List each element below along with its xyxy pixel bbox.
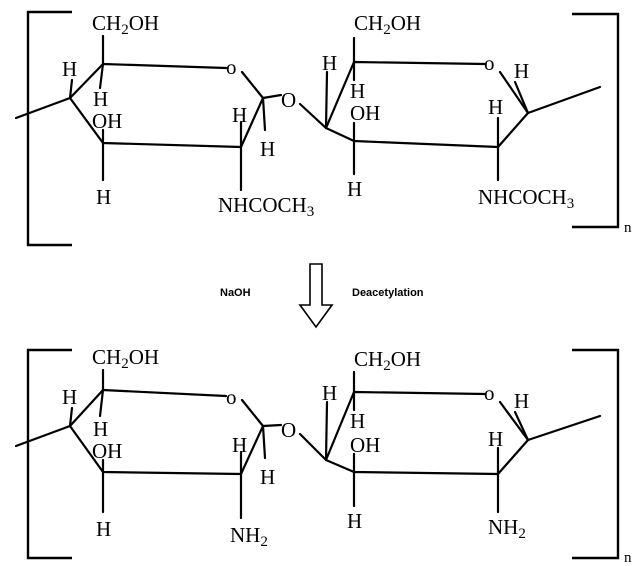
bottom-glyco-bond-left: [261, 423, 283, 428]
top-ring2-h-c3: H: [347, 177, 362, 201]
top-ring1-h-c4: H: [93, 87, 108, 111]
top-ring1-h-c1: H: [260, 137, 275, 161]
top-ring1-ch2oh: CH2OH: [92, 11, 159, 38]
bottom-right-bracket: [572, 348, 620, 560]
bottom-ring2-nh2: NH2: [488, 515, 526, 542]
bottom-ring2-h-c4: H: [350, 409, 365, 433]
bottom-ring2-c1-h-bond: [513, 410, 530, 442]
top-ring2-oh-c3: OH: [350, 101, 380, 125]
bottom-ring1-h-c4-top: H: [62, 385, 77, 409]
bottom-ring1-h-c2: H: [232, 433, 247, 457]
bottom-ring-1: CH2OH o H H OH H H H NH2: [62, 345, 275, 550]
top-ring1-c4-h2-bond: [98, 62, 105, 90]
bottom-ring1-oh-c3: OH: [92, 439, 122, 463]
top-right-chain-bond: [526, 85, 602, 115]
top-polymer: n CH2OH o H H OH H H H NHCOCH3 O: [14, 10, 632, 247]
top-ring1-h-c3: H: [96, 185, 111, 209]
top-ring2-c5-h-bond: [324, 70, 329, 130]
top-ring-1: CH2OH o H H OH H H H NHCOCH3: [62, 11, 314, 220]
bottom-ring2-h-c1: H: [514, 389, 529, 413]
bottom-polymer: n CH2OH o H H OH H H H NH2 O: [14, 345, 632, 566]
bottom-ring2-oxygen: o: [484, 381, 495, 405]
top-repeat-n: n: [624, 220, 632, 236]
bottom-ring1-ch2oh: CH2OH: [92, 345, 159, 372]
top-ring2-c1-h-bond: [513, 80, 530, 115]
top-left-chain-bond: [14, 96, 72, 120]
bottom-ring2-ch2oh: CH2OH: [354, 347, 421, 374]
top-glyco-bond-right: [298, 102, 328, 130]
bottom-ring-2: CH2OH o H H OH H H H NH2: [322, 347, 602, 542]
top-ring1-h-c2: H: [232, 103, 247, 127]
top-ring2-h-c2: H: [488, 95, 503, 119]
top-ring1-oxygen: o: [226, 55, 237, 79]
bottom-ring1-c1-h-bond: [261, 424, 267, 460]
bottom-ring2-h-c5: H: [322, 381, 337, 405]
bottom-ring1-h-c4: H: [93, 417, 108, 441]
bottom-glyco-oxygen: O: [281, 418, 296, 442]
bottom-ring1-c4-h-bond: [68, 406, 74, 428]
reaction-arrow-group: NaOH Deacetylation: [220, 263, 424, 329]
top-ring1-nhcoch3: NHCOCH3: [218, 193, 314, 220]
bottom-ring2-h-c2: H: [488, 427, 503, 451]
top-left-bracket: [26, 10, 72, 247]
top-ring-2: CH2OH o H H OH H H H NHCOCH3: [322, 11, 602, 212]
top-ring2-h-c4: H: [350, 79, 365, 103]
bottom-ring1-h-c1: H: [260, 465, 275, 489]
bottom-left-bracket: [26, 348, 72, 560]
top-ring2-h-c1: H: [514, 59, 529, 83]
bottom-ring1-h-c3: H: [96, 517, 111, 541]
bottom-glyco-bond-right: [298, 432, 328, 462]
top-glyco-oxygen: O: [281, 88, 296, 112]
reagent-label: NaOH: [220, 287, 251, 299]
bottom-ring2-h-c3: H: [347, 509, 362, 533]
top-ring2-ch2oh: CH2OH: [354, 11, 421, 38]
top-ring2-h-c5: H: [322, 51, 337, 75]
down-arrow-icon: [298, 263, 334, 329]
top-right-bracket: [572, 12, 620, 229]
top-ring1-h-c4-top: H: [62, 57, 77, 81]
bottom-left-chain-bond: [14, 424, 72, 448]
bottom-ring1-oxygen: o: [226, 385, 237, 409]
bottom-ring2-c5-h-bond: [324, 400, 329, 462]
top-glyco-bond-left: [261, 93, 283, 100]
top-ring1-c1-h-bond: [261, 96, 267, 132]
bottom-ring1-c4-h2-bond: [98, 388, 105, 418]
process-label: Deacetylation: [352, 287, 424, 299]
bottom-ring2-oh-c3: OH: [350, 433, 380, 457]
bottom-repeat-n: n: [624, 550, 632, 566]
top-ring2-nhcoch3: NHCOCH3: [478, 185, 574, 212]
bottom-ring1-nh2: NH2: [230, 523, 268, 550]
top-ring1-c4-h-bond: [68, 78, 74, 100]
top-ring1-oh-c3: OH: [92, 109, 122, 133]
top-ring2-oxygen: o: [484, 51, 495, 75]
bottom-right-chain-bond: [526, 414, 602, 442]
